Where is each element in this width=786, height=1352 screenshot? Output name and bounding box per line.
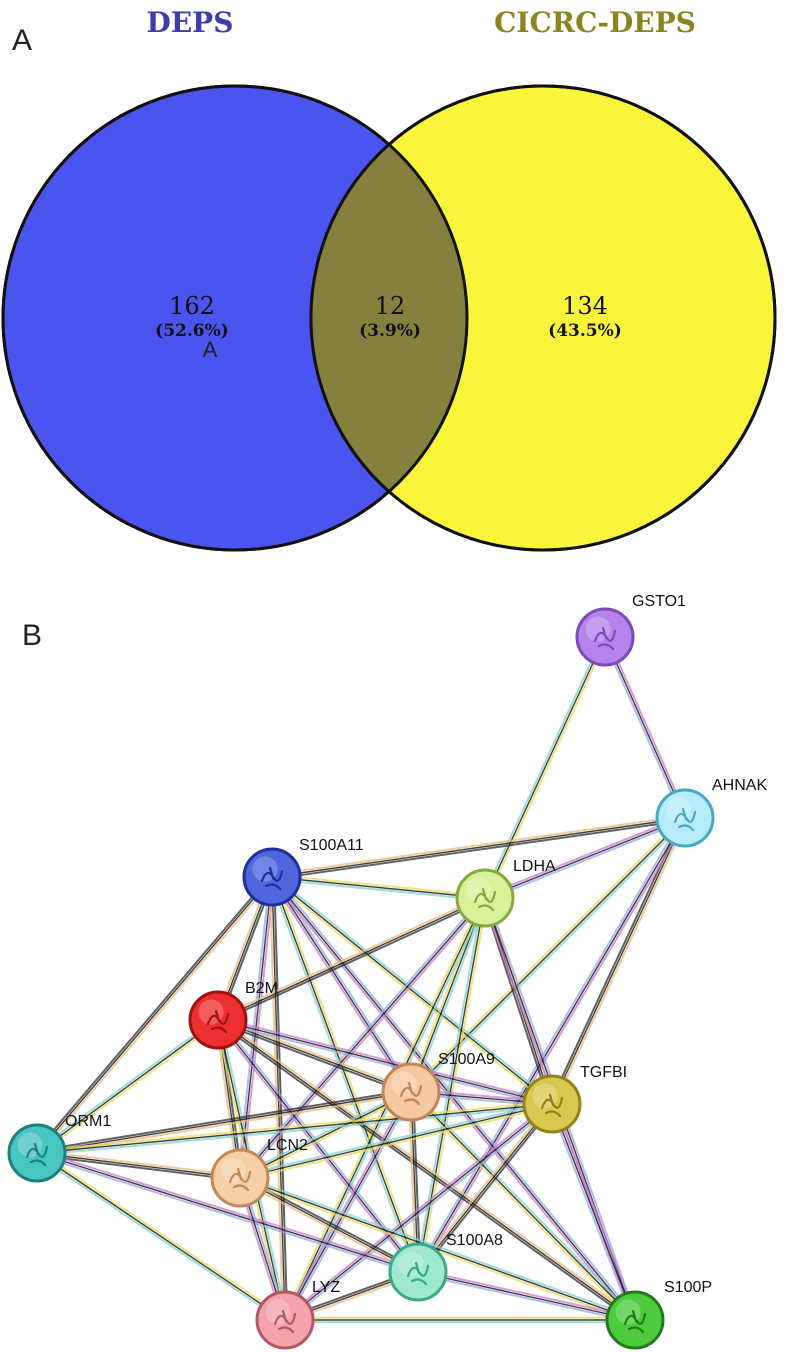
edge-tgfbi-orm1 <box>36 1100 553 1157</box>
node-label-ldha: LDHA <box>513 858 556 875</box>
protein-structure-icon <box>673 807 697 832</box>
venn-right-percent: (43.5%) <box>548 321 622 341</box>
node-ahnak[interactable]: AHNAK <box>655 777 767 848</box>
node-label-b2m: B2M <box>245 980 278 997</box>
venn-right-outline <box>309 84 777 552</box>
edge-tgfbi-s100p <box>549 1102 638 1322</box>
venn-right-set-title: CICRC-DEPS <box>494 6 696 39</box>
edge-s100a9-lcn2 <box>238 1089 413 1181</box>
node-b2m[interactable]: B2M <box>188 980 278 1050</box>
protein-structure-icon <box>623 1309 647 1334</box>
node-label-ahnak: AHNAK <box>712 777 767 794</box>
edge-b2m-orm1 <box>35 1017 220 1156</box>
node-label-s100a8: S100A8 <box>446 1232 503 1249</box>
node-s100a11[interactable]: S100A11 <box>242 837 364 907</box>
protein-structure-icon <box>473 887 497 912</box>
node-gsto1[interactable]: GSTO1 <box>575 593 686 667</box>
edge-s100a11-tgfbi <box>269 874 555 1107</box>
node-lcn2[interactable]: LCN2 <box>210 1137 308 1208</box>
node-lyz[interactable]: LYZ <box>255 1279 340 1350</box>
protein-structure-icon <box>228 1167 252 1192</box>
node-label-lcn2: LCN2 <box>267 1137 308 1154</box>
node-tgfbi[interactable]: TGFBI <box>522 1064 627 1134</box>
edge-gsto1-ahnak <box>602 635 688 820</box>
node-label-lyz: LYZ <box>312 1279 340 1296</box>
edge-s100a11-s100a8 <box>268 875 422 1274</box>
edge-orm1-s100a8 <box>36 1149 419 1276</box>
node-label-orm1: ORM1 <box>65 1113 111 1130</box>
node-label-s100a11: S100A11 <box>299 837 364 854</box>
edge-s100a11-ldha <box>271 873 486 902</box>
venn-stray-label: A <box>203 337 218 362</box>
node-orm1[interactable]: ORM1 <box>7 1113 111 1183</box>
venn-left-count: 162 <box>169 292 215 320</box>
protein-structure-icon <box>399 1081 423 1106</box>
edge-b2m-tgfbi <box>217 1016 553 1108</box>
venn-right-count: 134 <box>562 292 608 320</box>
edge-orm1-lcn2 <box>36 1149 241 1182</box>
edge-ahnak-ldha <box>483 815 687 901</box>
edge-lyz-s100p <box>285 1316 635 1324</box>
edge-orm1-lyz <box>35 1150 287 1323</box>
venn-left-outline <box>1 84 469 552</box>
protein-structure-icon <box>273 1309 297 1334</box>
protein-structure-icon <box>406 1261 430 1286</box>
edge-b2m-s100p <box>216 1017 637 1323</box>
edge-ldha-b2m <box>216 895 487 1023</box>
edge-ldha-s100a8 <box>414 897 489 1273</box>
panel-b-label: B <box>22 619 42 652</box>
protein-structure-icon <box>25 1142 49 1167</box>
venn-left-set-title: DEPS <box>147 6 234 39</box>
network-edges <box>34 635 688 1324</box>
edge-ahnak-s100a11 <box>271 814 686 881</box>
edge-ahnak-tgfbi <box>549 816 688 1106</box>
venn-left-percent: (52.6%) <box>155 321 229 341</box>
protein-structure-icon <box>206 1009 230 1034</box>
node-label-gsto1: GSTO1 <box>632 593 686 610</box>
protein-structure-icon <box>260 866 284 891</box>
edge-s100a11-orm1 <box>34 874 275 1156</box>
node-s100a8[interactable]: S100A8 <box>388 1232 503 1302</box>
panel-a-label: A <box>12 24 32 57</box>
edge-tgfbi-s100a8 <box>415 1102 555 1274</box>
node-s100a9[interactable]: S100A9 <box>381 1051 495 1122</box>
venn-overlap-count: 12 <box>375 292 406 320</box>
venn-overlap-region <box>311 86 467 550</box>
edge-tgfbi-lyz <box>282 1101 555 1323</box>
protein-structure-icon <box>593 626 617 651</box>
protein-structure-icon <box>540 1093 564 1118</box>
node-s100p[interactable]: S100P <box>605 1279 712 1350</box>
edge-s100a9-lyz <box>282 1090 414 1322</box>
edge-gsto1-ldha <box>482 635 608 900</box>
node-label-tgfbi: TGFBI <box>580 1064 627 1081</box>
edge-s100a8-s100p <box>417 1268 636 1324</box>
venn-overlap-percent: (3.9%) <box>359 321 421 341</box>
node-label-s100a9: S100A9 <box>438 1051 495 1068</box>
node-label-s100p: S100P <box>664 1279 712 1296</box>
edge-tgfbi-lcn2 <box>239 1100 553 1182</box>
node-ldha[interactable]: LDHA <box>455 858 556 928</box>
